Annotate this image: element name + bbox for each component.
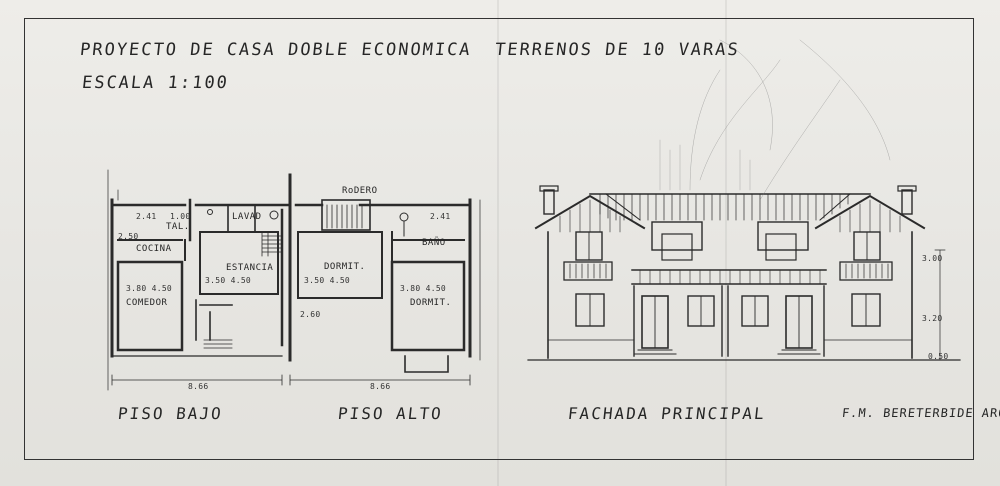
ground-floor-plan: [107, 169, 290, 391]
room-label-dormit-1: DORMIT.: [324, 262, 366, 272]
room-label-lavad: LAVAD: [232, 212, 262, 222]
dim-250: 2.50: [118, 232, 139, 241]
room-dims-dormit-1: 3.50 4.50: [304, 276, 351, 285]
paper-fold: [497, 0, 499, 486]
main-facade: [527, 39, 961, 361]
dim-100: 1.00: [170, 212, 191, 221]
paper-fold: [725, 0, 727, 486]
room-label-estancia: ESTANCIA: [226, 263, 274, 273]
dim-050: 0.50: [928, 352, 949, 361]
room-dims-comedor: 3.80 4.50: [126, 284, 173, 293]
room-label-bano: BAÑO: [422, 238, 446, 248]
dim-260: 2.60: [300, 310, 321, 319]
room-label-cocina: COCINA: [136, 244, 172, 254]
room-dims-estancia: 3.50 4.50: [205, 276, 252, 285]
dim-upper-total: 8.66: [370, 382, 391, 391]
room-label-dormit-2: DORMIT.: [410, 298, 452, 308]
caption-facade: FACHADA PRINCIPAL: [567, 404, 767, 423]
upper-floor-plan: [288, 173, 481, 386]
room-label-tal: TAL.: [166, 222, 190, 232]
room-dims-dormit-2: 3.80 4.50: [400, 284, 447, 293]
caption-upper-floor: PISO ALTO: [337, 404, 444, 423]
dim-320: 3.20: [922, 314, 943, 323]
room-label-rodero: RoDERO: [342, 186, 378, 196]
caption-ground-floor: PISO BAJO: [117, 404, 224, 423]
architect-signature: F.M. BERETERBIDE ARQ.: [841, 406, 1000, 420]
dim-3: 3.00: [922, 254, 943, 263]
drawing-frame: [24, 18, 974, 460]
dim-241-upper: 2.41: [430, 212, 451, 221]
dim-ground-total: 8.66: [188, 382, 209, 391]
dim-241: 2.41: [136, 212, 157, 221]
room-label-comedor: COMEDOR: [126, 298, 168, 308]
